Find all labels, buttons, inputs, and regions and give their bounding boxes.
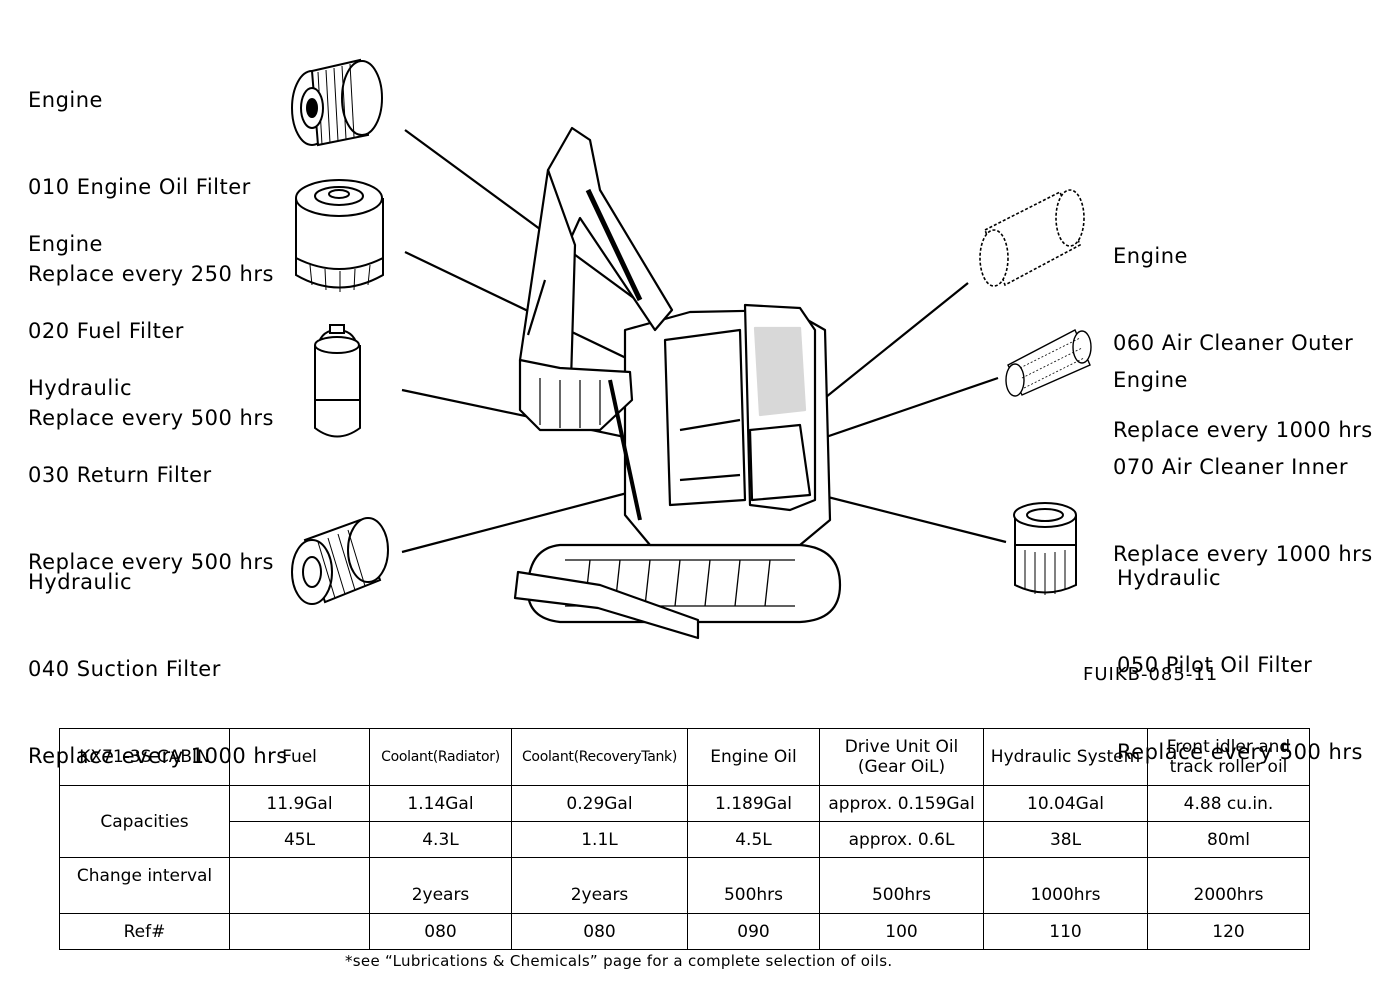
filter-interval: Replace every 250 hrs	[28, 262, 274, 286]
table-cell	[229, 857, 370, 914]
air-cleaner-outer-icon	[979, 189, 1085, 287]
filter-name: 030 Return Filter	[28, 463, 212, 487]
excavator-diagram	[291, 58, 1092, 640]
filter-name: 060 Air Cleaner Outer	[1113, 331, 1354, 355]
filter-label-030: Hydraulic 030 Return Filter Replace ever…	[28, 316, 274, 606]
excavator-icon	[513, 126, 842, 640]
table-header-row: KX71-3S CABIN Fuel Coolant(Radiator) Coo…	[59, 728, 1310, 786]
table-row: Ref# 080 080 090 100 110 120	[59, 913, 1310, 950]
table-cell: 1000hrs	[983, 857, 1148, 914]
filter-interval: Replace every 1000 hrs	[1113, 418, 1373, 442]
filter-label-060: Engine 060 Air Cleaner Outer Replace eve…	[1113, 184, 1373, 474]
table-cell: 090	[687, 913, 820, 950]
table-cell: 4.3L	[369, 821, 512, 858]
table-cell: approx. 0.159Gal	[819, 785, 984, 822]
col-engine-oil: Engine Oil	[687, 728, 820, 786]
filter-category: Engine	[1113, 244, 1188, 268]
filter-category: Hydraulic	[28, 570, 133, 594]
table-cell: 2years	[369, 857, 512, 914]
table-cell: 100	[819, 913, 984, 950]
filter-category: Engine	[1113, 368, 1188, 392]
leader-line-050	[799, 488, 1007, 544]
filter-name: 010 Engine Oil Filter	[28, 175, 251, 199]
table-cell: 110	[983, 913, 1148, 950]
col-drive-unit-oil: Drive Unit Oil (Gear OiL)	[819, 728, 984, 786]
model-cell: KX71-3S CABIN	[59, 728, 230, 786]
table-cell: 4.5L	[687, 821, 820, 858]
table-cell: 1.14Gal	[369, 785, 512, 822]
table-cell: 4.88 cu.in.	[1147, 785, 1310, 822]
col-header-line: Drive Unit Oil	[844, 737, 959, 757]
filter-interval: Replace every 500 hrs	[28, 550, 274, 574]
filter-category: Engine	[28, 232, 103, 256]
table-cell: 080	[369, 913, 512, 950]
table-cell: 500hrs	[687, 857, 820, 914]
col-fuel: Fuel	[229, 728, 370, 786]
table-cell: 0.29Gal	[511, 785, 688, 822]
capacities-table: KX71-3S CABIN Fuel Coolant(Radiator) Coo…	[59, 728, 1310, 950]
table-cell: 38L	[983, 821, 1148, 858]
fuel-filter-icon	[295, 179, 384, 292]
filter-name: 070 Air Cleaner Inner	[1113, 455, 1348, 479]
col-coolant-radiator: Coolant(Radiator)	[369, 728, 512, 786]
filter-name: 020 Fuel Filter	[28, 319, 184, 343]
table-cell: 500hrs	[819, 857, 984, 914]
filter-label-070: Engine 070 Air Cleaner Inner Replace eve…	[1113, 308, 1373, 598]
col-header-line: Front idler and	[1166, 737, 1291, 757]
table-cell: 120	[1147, 913, 1310, 950]
table-cell: approx. 0.6L	[819, 821, 984, 858]
filter-category: Hydraulic	[1117, 566, 1222, 590]
table-row: Change interval 2years 2years 500hrs 500…	[59, 857, 1310, 914]
filter-name: 040 Suction Filter	[28, 657, 221, 681]
table-cell: 2years	[511, 857, 688, 914]
engine-oil-filter-icon	[291, 58, 383, 147]
table-cell: 45L	[229, 821, 370, 858]
filter-interval: Replace every 1000 hrs	[1113, 542, 1373, 566]
table-row: Capacities 11.9Gal 1.14Gal 0.29Gal 1.189…	[59, 785, 1310, 858]
return-filter-icon	[314, 324, 361, 438]
filter-label-020: Engine 020 Fuel Filter Replace every 500…	[28, 172, 274, 462]
air-cleaner-inner-icon	[1005, 329, 1092, 397]
table-cell: 80ml	[1147, 821, 1310, 858]
suction-filter-icon	[291, 517, 389, 605]
col-header-line: (Gear OiL)	[857, 757, 946, 777]
filter-category: Engine	[28, 88, 103, 112]
col-hydraulic: Hydraulic System	[983, 728, 1148, 786]
col-coolant-recovery: Coolant(RecoveryTank)	[511, 728, 688, 786]
figure-code: FUIKB-085-11	[1083, 664, 1219, 685]
table-row: 45L 4.3L 1.1L 4.5L approx. 0.6L 38L 80ml	[60, 821, 1310, 858]
table-cell: 11.9Gal	[229, 785, 370, 822]
filter-category: Hydraulic	[28, 376, 133, 400]
filter-interval: Replace every 500 hrs	[28, 406, 274, 430]
table-cell	[229, 913, 370, 950]
row-label: Capacities	[59, 785, 230, 858]
table-cell: 1.189Gal	[687, 785, 820, 822]
filter-name: 050 Pilot Oil Filter	[1117, 653, 1313, 677]
table-cell: 10.04Gal	[983, 785, 1148, 822]
filter-label-010: Engine 010 Engine Oil Filter Replace eve…	[28, 28, 274, 318]
row-label: Change interval	[59, 857, 230, 914]
pilot-oil-filter-icon	[1013, 502, 1077, 595]
col-header-line: track roller oil	[1169, 757, 1288, 777]
col-front-idler: Front idler and track roller oil	[1147, 728, 1310, 786]
table-cell: 080	[511, 913, 688, 950]
table-cell: 2000hrs	[1147, 857, 1310, 914]
row-label: Ref#	[59, 913, 230, 950]
table-cell: 1.1L	[511, 821, 688, 858]
footnote: *see “Lubrications & Chemicals” page for…	[345, 952, 893, 970]
